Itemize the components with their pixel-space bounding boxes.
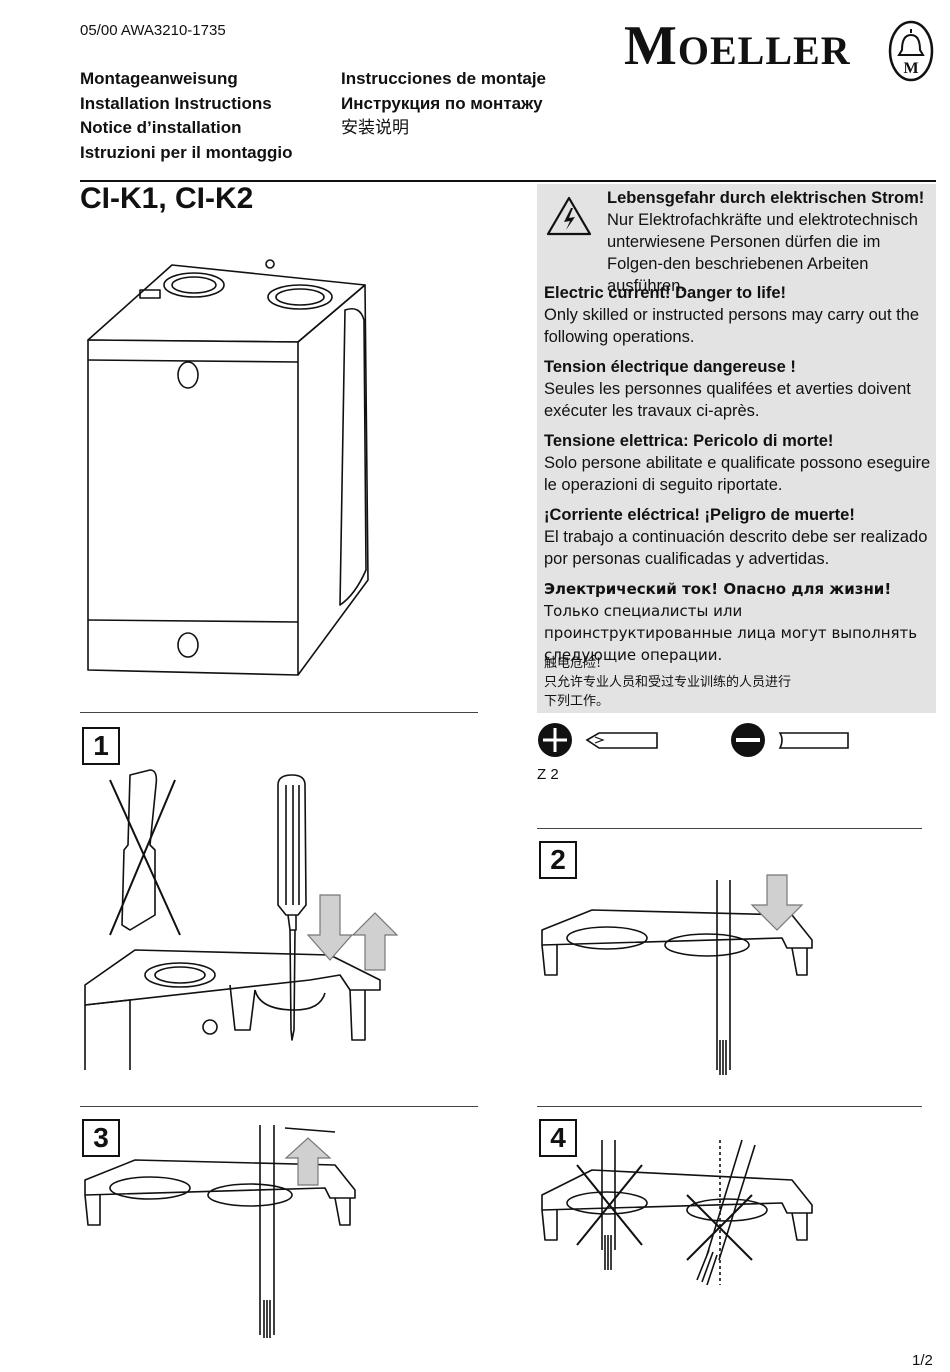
step-2-rule bbox=[537, 828, 922, 829]
step-4-rule bbox=[537, 1106, 922, 1107]
warning-fr: Tension électrique dangereuse ! Seules l… bbox=[544, 358, 911, 420]
title-es: Instrucciones de montaje bbox=[341, 69, 546, 88]
title-it: Istruzioni per il montaggio bbox=[80, 142, 293, 162]
safety-warning-panel: Lebensgefahr durch elektrischen Strom! N… bbox=[537, 184, 936, 713]
page-number: 1/2 bbox=[912, 1352, 933, 1369]
brand-rest: OELLER bbox=[677, 28, 851, 73]
step-3-illustration bbox=[84, 1125, 356, 1338]
step-1-rule bbox=[80, 712, 478, 713]
warning-zh: 触电危险! 只允许专业人员和受过专业训练的人员进行 下列工作。 bbox=[544, 656, 792, 709]
title-de: Montageanweisung bbox=[80, 69, 238, 88]
warning-it: Tensione elettrica: Pericolo di morte! S… bbox=[544, 432, 931, 494]
flat-screwdriver-icon bbox=[731, 723, 849, 757]
step-2-illustration bbox=[541, 874, 813, 1075]
enclosure-illustration bbox=[87, 259, 369, 676]
title-en: Installation Instructions bbox=[80, 93, 272, 113]
warning-ru: Электрический ток! Опасно для жизни! Тол… bbox=[544, 580, 918, 664]
step-4-number: 4 bbox=[539, 1119, 577, 1157]
warning-en: Electric current! Danger to life! Only s… bbox=[544, 284, 920, 346]
document-number: 05/00 AWA3210-1735 bbox=[80, 22, 226, 39]
electrical-hazard-icon bbox=[546, 196, 592, 236]
step-1-number: 1 bbox=[82, 727, 120, 765]
logo-letter: M bbox=[903, 60, 918, 77]
header-rule bbox=[80, 180, 936, 182]
step-4-illustration bbox=[541, 1139, 813, 1286]
title-fr: Notice d’installation bbox=[80, 118, 242, 137]
title-ru: Инструкция по монтажу bbox=[341, 93, 543, 113]
phillips-screwdriver-icon bbox=[538, 723, 658, 757]
bell-logo-icon: M bbox=[888, 20, 934, 82]
title-list-right: Instrucciones de montaje Инструкция по м… bbox=[341, 67, 546, 141]
brand-logo-text: MOELLER bbox=[624, 18, 851, 74]
product-title: CI-K1, CI-K2 bbox=[80, 182, 254, 215]
step-2-number: 2 bbox=[539, 841, 577, 879]
title-zh: 安装说明 bbox=[341, 118, 409, 138]
warning-es: ¡Corriente eléctrica! ¡Peligro de muerte… bbox=[544, 506, 928, 568]
step-3-rule bbox=[80, 1106, 478, 1107]
brand-initial: M bbox=[624, 15, 678, 77]
step-3-number: 3 bbox=[82, 1119, 120, 1157]
warning-de: Lebensgefahr durch elektrischen Strom! N… bbox=[607, 189, 925, 295]
title-list-left: Montageanweisung Installation Instructio… bbox=[80, 67, 293, 165]
phillips-size-label: Z 2 bbox=[537, 766, 559, 783]
step-1-illustration bbox=[84, 769, 399, 1070]
